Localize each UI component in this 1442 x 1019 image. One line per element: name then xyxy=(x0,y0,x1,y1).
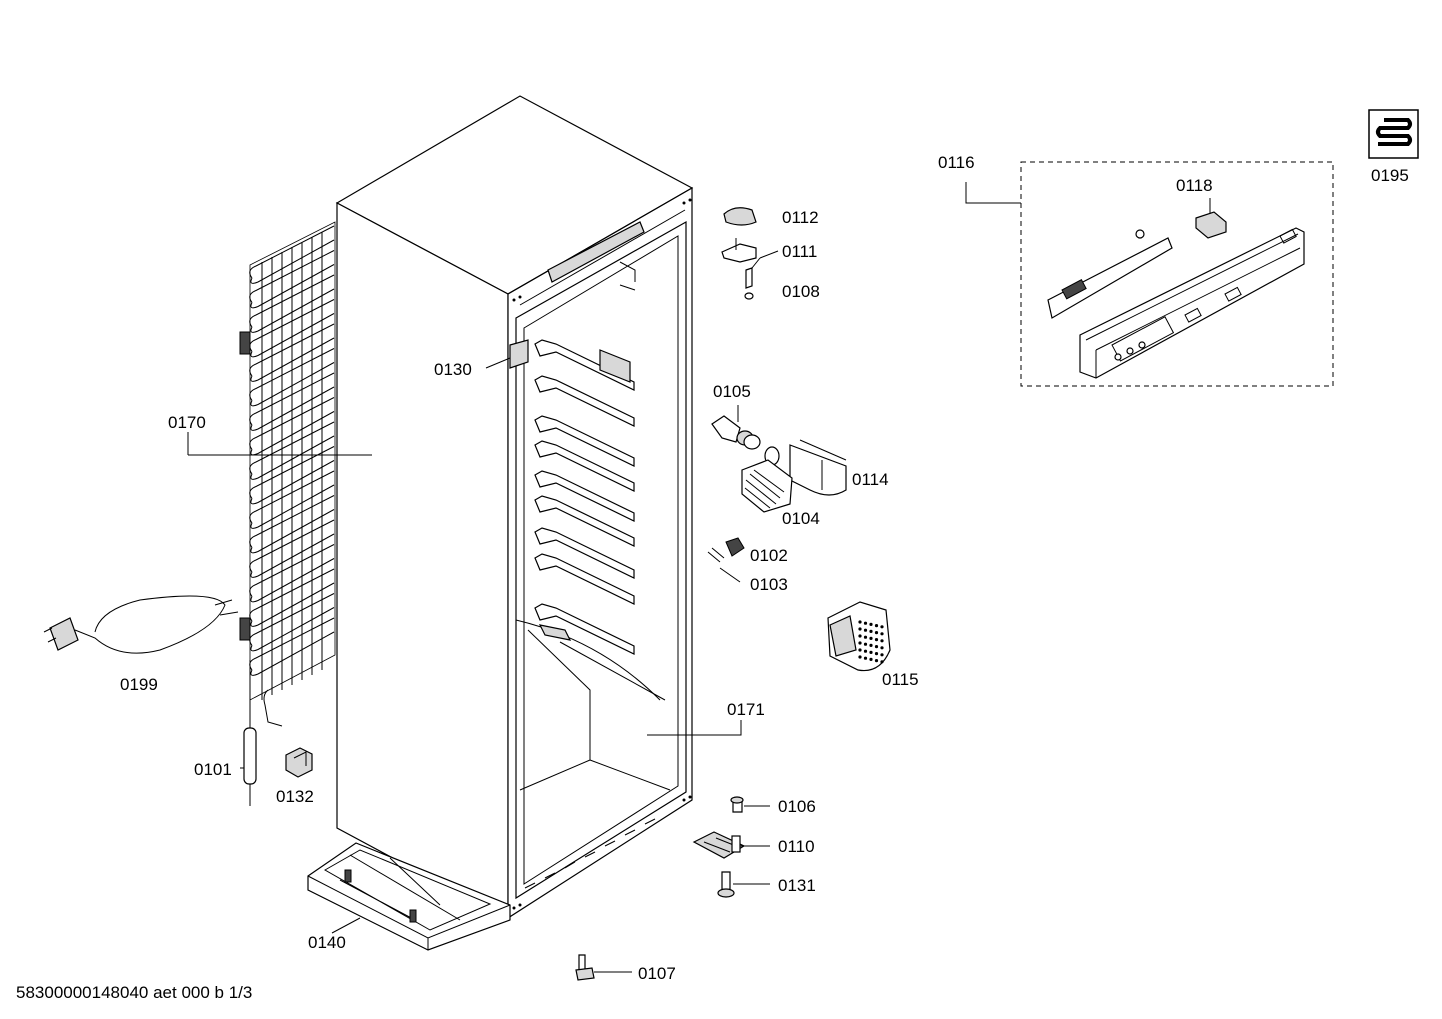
bolt-part xyxy=(717,871,735,898)
control-assembly xyxy=(1020,161,1334,387)
cap-part xyxy=(723,207,757,226)
label-0199: 0199 xyxy=(120,675,158,694)
lamp-grille xyxy=(741,459,793,513)
leader-lines xyxy=(187,182,1211,973)
label-0108: 0108 xyxy=(782,282,820,301)
lamp-housing xyxy=(764,439,847,496)
lamp-part xyxy=(711,415,761,450)
label-0171: 0171 xyxy=(727,700,765,719)
label-0105: 0105 xyxy=(713,382,751,401)
label-0110: 0110 xyxy=(778,837,815,856)
bracket-part xyxy=(721,238,757,263)
label-0132: 0132 xyxy=(276,787,314,806)
label-0103: 0103 xyxy=(750,575,788,594)
fan-cover xyxy=(827,601,891,672)
refrigerator-cabinet xyxy=(335,95,694,922)
label-0114: 0114 xyxy=(852,470,889,489)
label-0195: 0195 xyxy=(1371,166,1409,185)
condenser-coil xyxy=(239,221,336,727)
part-labels: 0170 0130 0199 0101 0132 0140 0171 0112 … xyxy=(120,153,1409,983)
label-0102: 0102 xyxy=(750,546,788,565)
base-tray xyxy=(307,842,511,951)
label-0130: 0130 xyxy=(434,360,472,379)
pin-part xyxy=(744,267,754,300)
power-cord xyxy=(43,595,239,654)
foot-part xyxy=(575,954,595,981)
screw-part xyxy=(730,796,744,813)
label-0107: 0107 xyxy=(638,964,676,983)
label-0111: 0111 xyxy=(782,242,817,261)
label-0101: 0101 xyxy=(194,760,232,779)
label-0140: 0140 xyxy=(308,933,346,952)
label-0170: 0170 xyxy=(168,413,206,432)
document-id: 58300000148040 aet 000 b 1/3 xyxy=(16,983,252,1002)
label-0116: 0116 xyxy=(938,153,975,172)
label-0131: 0131 xyxy=(778,876,816,895)
label-0115: 0115 xyxy=(882,670,919,689)
label-0106: 0106 xyxy=(778,797,816,816)
heating-coil-icon xyxy=(1368,109,1419,159)
hinge-part xyxy=(692,831,746,859)
label-0104: 0104 xyxy=(782,509,820,528)
label-0118: 0118 xyxy=(1176,176,1213,195)
filter-drier xyxy=(243,700,257,806)
switch-part xyxy=(707,537,745,563)
label-0112: 0112 xyxy=(782,208,819,227)
clip-part xyxy=(285,747,313,778)
